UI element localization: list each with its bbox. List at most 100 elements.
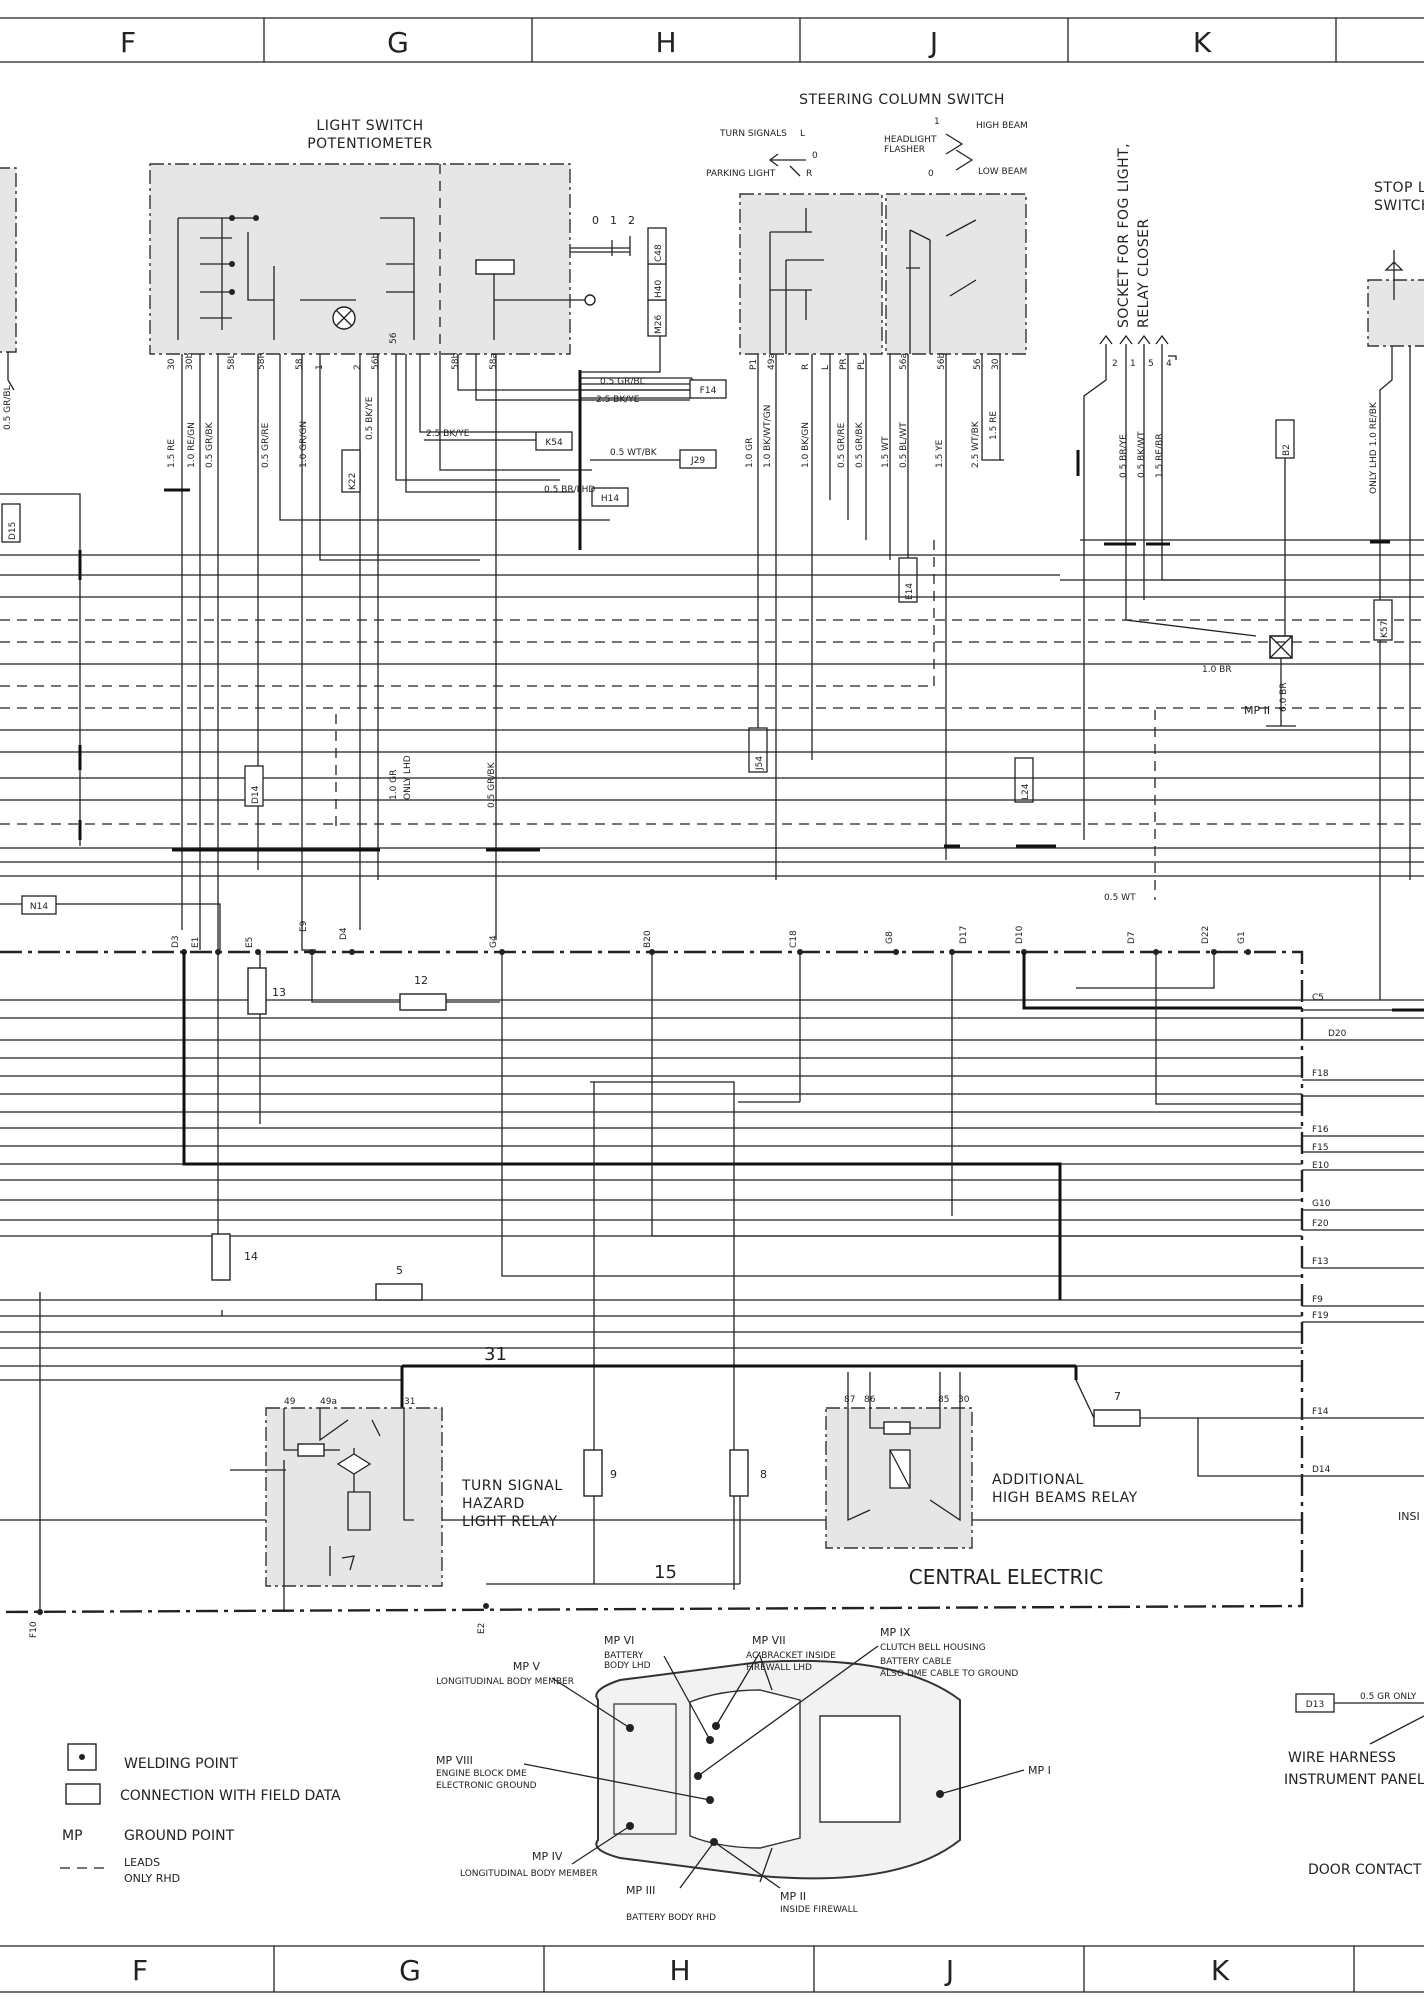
light-switch-wires: F14 0.5 GR/BL 2.5 BK/YE K54 2.5 BK/YE J2… <box>164 336 727 951</box>
mp-v-desc: LONGITUDINAL BODY MEMBER <box>436 1677 574 1687</box>
ct-G4: G4 <box>489 935 499 948</box>
ground-point-mp-ii: MP II <box>1244 704 1270 717</box>
mp-v: MP V <box>513 1660 541 1673</box>
ct-G1: G1 <box>1237 931 1247 944</box>
column-label-K: K <box>1193 26 1212 59</box>
mp-iv-desc: LONGITUDINAL BODY MEMBER <box>460 1869 598 1879</box>
legend-mp: MP <box>62 1828 83 1844</box>
mp-i: MP I <box>1028 1764 1051 1777</box>
terminal-58R: 58R <box>257 352 267 370</box>
sterm-P1: P1 <box>749 359 759 370</box>
legend: WELDING POINT CONNECTION WITH FIELD DATA… <box>60 1743 341 1885</box>
wire-6.0-BR: 6.0 BR <box>1279 682 1289 712</box>
sterm-30: 30 <box>991 358 1001 370</box>
fuse-label-7: 7 <box>1114 1390 1121 1403</box>
terminal-30b: 30b <box>185 353 195 370</box>
connector-K22: D15 <box>8 522 18 540</box>
high-beam-pos-1: 1 <box>934 117 940 127</box>
steering-column-switch: STEERING COLUMN SWITCH TURN SIGNALS L 0 … <box>706 92 1034 880</box>
mp-vi: MP VI <box>604 1634 634 1647</box>
legend-connection: CONNECTION WITH FIELD DATA <box>120 1788 341 1804</box>
vwire-14: 2.5 WT/BK <box>971 420 981 468</box>
vwire-0: 1.5 RE <box>167 439 177 468</box>
mid-connectors: D14 1.0 GR ONLY LHD 0.5 GR/BK 0.5 WT N14 <box>0 755 1136 950</box>
parking-light-label: PARKING LIGHT <box>706 169 776 179</box>
cr-F13: F13 <box>1312 1257 1329 1267</box>
bottom-column-header: F G H J K <box>0 1945 1424 1993</box>
horizontal-bus-band <box>0 493 1424 900</box>
cb-F10: F10 <box>29 1621 39 1638</box>
fuse-label-9: 9 <box>610 1468 617 1481</box>
ct-D3: D3 <box>171 935 181 948</box>
switch-position-2: 2 <box>628 214 635 227</box>
vwire-3: 0.5 GR/RE <box>261 422 271 468</box>
connector-H40: H40 <box>654 280 664 298</box>
fuse-13 <box>247 967 267 1015</box>
hr-term-87: 87 <box>844 1395 855 1405</box>
mp-iii: MP III <box>626 1884 655 1897</box>
high-relay-title-2: HIGH BEAMS RELAY <box>992 1490 1138 1506</box>
vwire-9: 0.5 GR/RE <box>837 422 847 468</box>
cr-F16: F16 <box>1312 1125 1329 1135</box>
column-label-J-bottom: J <box>944 1954 954 1987</box>
vertical-wire-labels: 1.5 RE 1.0 RE/GN 0.5 GR/BK 0.5 GR/RE 1.0… <box>167 396 1379 494</box>
fuse-label-8: 8 <box>760 1468 767 1481</box>
connector-J29: J29 <box>690 456 705 466</box>
door-contact-label: DOOR CONTACT <box>1308 1862 1422 1878</box>
stop-light-title-2: SWITCH <box>1374 198 1424 214</box>
connector-K57: K57 <box>1380 621 1390 638</box>
mp-ix-desc-2: BATTERY CABLE <box>880 1657 952 1667</box>
sterm-PL: PL <box>857 360 867 370</box>
cb-E2: E2 <box>477 1623 487 1634</box>
cr-F9: F9 <box>1312 1295 1323 1305</box>
mp-iii-desc: BATTERY BODY RHD <box>626 1913 716 1923</box>
vwire-19: ONLY LHD 1.0 RE/BK <box>1369 401 1379 494</box>
connection-box-icon <box>65 1783 101 1805</box>
high-beam-label: HIGH BEAM <box>976 121 1028 131</box>
sterm-49a: 49a <box>767 353 777 370</box>
bus-31: 31 <box>400 1344 1078 1408</box>
top-column-header: F G H J K <box>0 17 1424 63</box>
turn-signals-label: TURN SIGNALS <box>719 129 787 139</box>
mp-ix-desc-1: CLUTCH BELL HOUSING <box>880 1643 986 1653</box>
mp-vii-desc-2: FIREWALL LHD <box>746 1663 812 1673</box>
left-edge-component: 0.5 GR/BL D15 <box>0 167 21 543</box>
low-beam-label: LOW BEAM <box>978 167 1027 177</box>
fuse-label-5: 5 <box>396 1264 403 1277</box>
connector-L24: L24 <box>1021 783 1031 800</box>
column-label-K-bottom: K <box>1211 1954 1230 1987</box>
cr-D14: D14 <box>1312 1465 1331 1475</box>
ct-D7: D7 <box>1127 931 1137 944</box>
connector-D14: D14 <box>251 785 261 804</box>
instrument-panel-label: INSTRUMENT PANEL <box>1284 1772 1424 1788</box>
connector-F14: F14 <box>700 386 717 396</box>
terminal-58L: 58L <box>227 354 237 370</box>
ct-D10: D10 <box>1015 925 1025 944</box>
cr-F18: F18 <box>1312 1069 1329 1079</box>
legend-leads-2: ONLY RHD <box>124 1872 180 1885</box>
vwire-18: 1.5 RE/BR <box>1155 433 1165 478</box>
column-label-F: F <box>120 26 136 59</box>
ct-E9: E9 <box>299 920 309 932</box>
column-label-J: J <box>928 26 938 59</box>
wire-2.5-BK-YE-b: 2.5 BK/YE <box>426 429 470 439</box>
wire-harness-label: WIRE HARNESS <box>1288 1750 1396 1766</box>
switch-position-0: 0 <box>592 214 599 227</box>
central-electric-box: CENTRAL ELECTRIC <box>0 950 1304 1614</box>
tr-term-49a: 49a <box>320 1397 337 1407</box>
terminal-56b: 56b <box>371 353 381 370</box>
vwire-12: 0.5 BL/WT <box>899 422 909 468</box>
vwire-13: 1.5 YE <box>935 439 945 468</box>
mp-viii-desc-1: ENGINE BLOCK DME <box>436 1769 527 1779</box>
mp-ix-desc-3: ALSO DME CABLE TO GROUND <box>880 1669 1018 1679</box>
fog-term-5: 5 <box>1148 359 1154 369</box>
connector-E14: E14 <box>905 583 915 600</box>
vwire-15: 1.5 RE <box>989 411 999 440</box>
switch-position-1: 1 <box>610 214 617 227</box>
ct-C18: C18 <box>789 930 799 948</box>
fuse-label-14: 14 <box>244 1250 258 1263</box>
cr-C5: C5 <box>1312 993 1324 1003</box>
fog-term-2: 2 <box>1112 359 1118 369</box>
turn-signal-L: L <box>800 129 805 139</box>
terminal-58: 58 <box>295 358 305 370</box>
